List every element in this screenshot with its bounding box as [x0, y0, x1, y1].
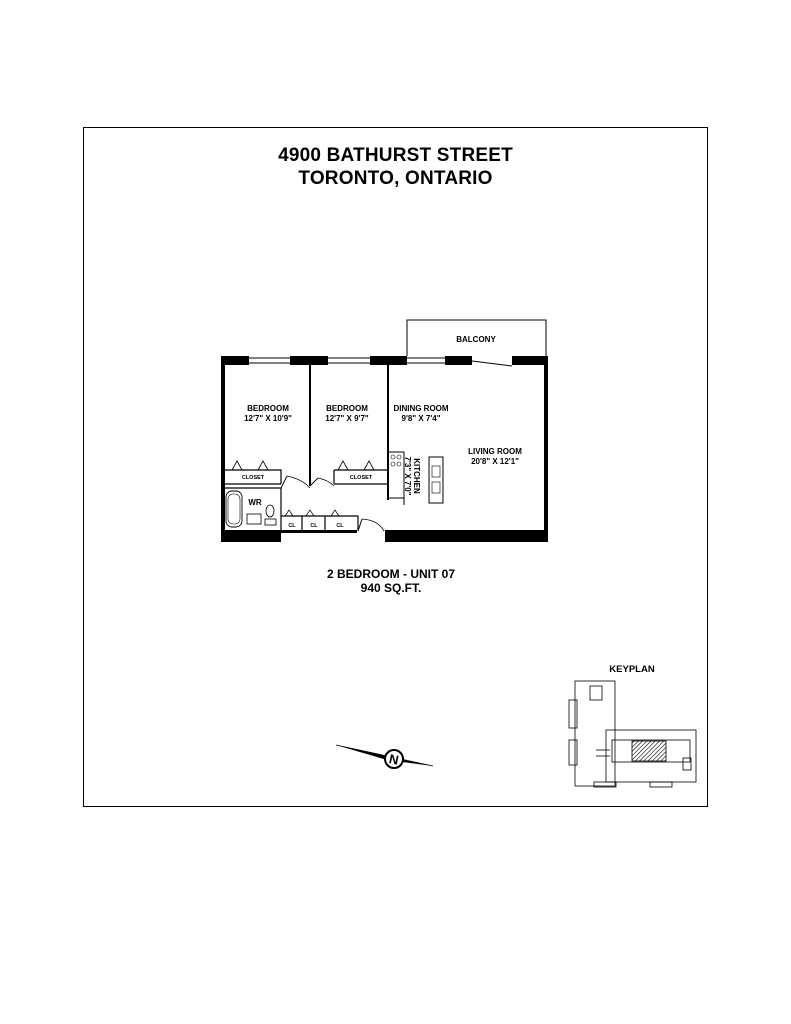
unit-type-label: 2 BEDROOM - UNIT 07	[326, 567, 455, 581]
north-arrow-icon: N	[335, 744, 434, 769]
room-labels: BEDROOM 12'7" X 10'9" BEDROOM 12'7" X 9'…	[242, 404, 522, 529]
washroom-label: WR	[248, 498, 262, 507]
closet2-label: CLOSET	[350, 475, 373, 481]
bedroom1-name: BEDROOM	[247, 404, 289, 413]
keyplan-title: KEYPLAN	[609, 664, 655, 675]
cl2-label: CL	[310, 523, 318, 529]
closet1-label: CLOSET	[242, 475, 265, 481]
address-line-1: 4900 BATHURST STREET	[278, 145, 513, 166]
bedroom2-name: BEDROOM	[326, 404, 368, 413]
exterior-walls	[221, 356, 548, 542]
balcony-label: BALCONY	[456, 335, 496, 344]
keyplan-unit-highlight	[631, 740, 667, 762]
drawing-frame	[83, 127, 708, 807]
address-line-2: TORONTO, ONTARIO	[298, 168, 493, 189]
dining-room-size: 9'8" X 7'4"	[402, 414, 441, 423]
bedroom2-size: 12'7" X 9'7"	[325, 414, 369, 423]
cl1-label: CL	[288, 523, 296, 529]
bedroom1-size: 12'7" X 10'9"	[244, 414, 292, 423]
living-room-size: 20'8" X 12'1"	[471, 457, 519, 466]
balcony: BALCONY	[406, 319, 547, 356]
kitchen-name: KITCHEN	[412, 458, 421, 494]
kitchen-size: 7'3" X 7'0"	[403, 457, 412, 496]
unit-area-label: 940 SQ.FT.	[360, 581, 422, 595]
north-letter: N	[388, 751, 400, 768]
cl3-label: CL	[336, 523, 344, 529]
interior-walls	[225, 365, 444, 530]
living-room-name: LIVING ROOM	[468, 447, 522, 456]
dining-room-name: DINING ROOM	[393, 404, 448, 413]
keyplan: KEYPLAN	[568, 664, 697, 788]
